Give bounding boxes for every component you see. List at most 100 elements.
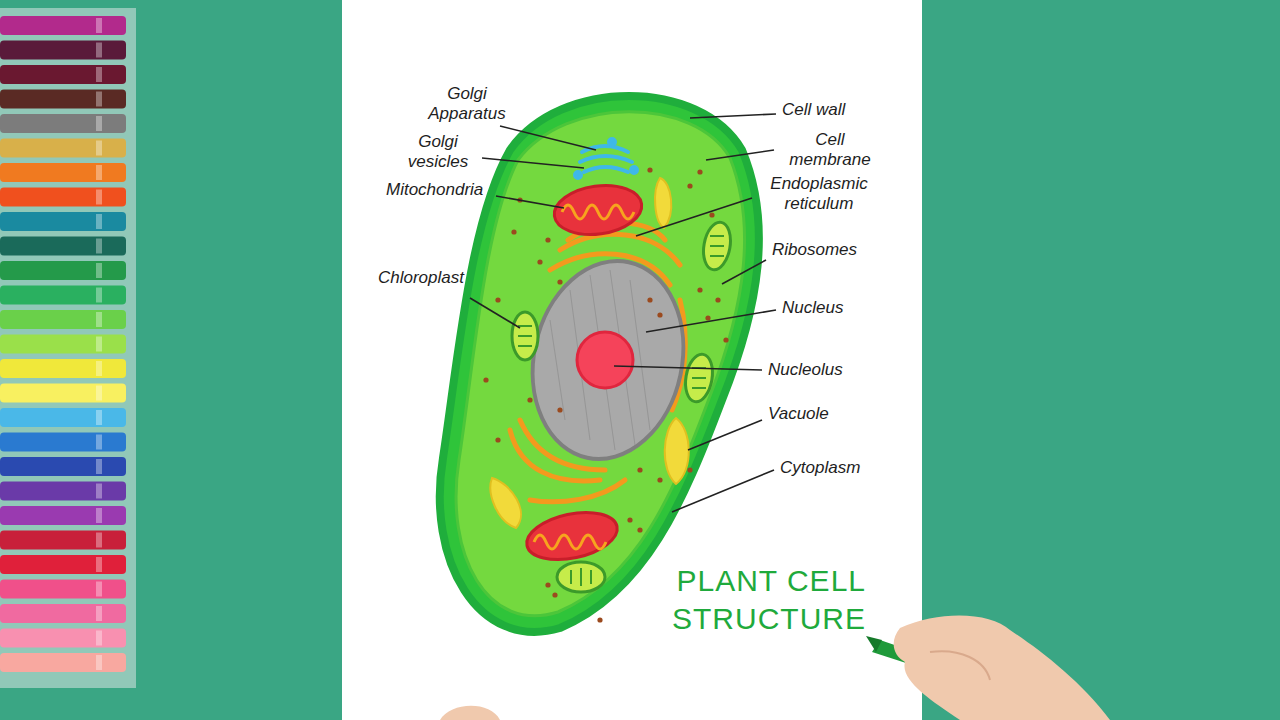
marker-pen xyxy=(0,604,126,623)
marker-pen xyxy=(0,261,126,280)
marker-pen xyxy=(0,506,126,525)
ribosome-dot xyxy=(715,297,720,302)
marker-pen xyxy=(0,16,126,35)
marker-pen xyxy=(0,629,126,648)
marker-band xyxy=(96,386,102,401)
ribosomes xyxy=(483,167,728,622)
marker-band xyxy=(96,484,102,499)
part-label: Mitochondria xyxy=(386,180,502,200)
ribosome-dot xyxy=(705,315,710,320)
ribosome-dot xyxy=(709,212,714,217)
marker-band xyxy=(96,459,102,474)
marker-band xyxy=(96,288,102,303)
part-label: Vacuole xyxy=(768,404,888,424)
marker-band xyxy=(96,43,102,58)
ribosome-dot xyxy=(597,617,602,622)
mitochondria xyxy=(522,180,644,567)
part-label: Nucleolus xyxy=(768,360,888,380)
ribosome-dot xyxy=(495,297,500,302)
marker-band xyxy=(96,239,102,254)
diagram-title: PLANT CELL STRUCTURE xyxy=(630,562,866,638)
part-label: Ribosomes xyxy=(772,240,892,260)
marker-pen xyxy=(0,188,126,207)
marker-band xyxy=(96,435,102,450)
ribosome-dot xyxy=(557,407,562,412)
marker-band xyxy=(96,116,102,131)
marker-band xyxy=(96,141,102,156)
marker-pen xyxy=(0,457,126,476)
marker-band xyxy=(96,361,102,376)
marker-pen xyxy=(0,163,126,182)
marker-band xyxy=(96,337,102,352)
ribosome-dot xyxy=(647,167,652,172)
marker-pen xyxy=(0,114,126,133)
marker-pen xyxy=(0,310,126,329)
ribosome-dot xyxy=(545,582,550,587)
part-label: Endoplasmic reticulum xyxy=(756,174,882,214)
marker-band xyxy=(96,410,102,425)
marker-band xyxy=(96,92,102,107)
marker-pen xyxy=(0,482,126,501)
marker-band xyxy=(96,582,102,597)
marker-pen xyxy=(0,555,126,574)
marker-band xyxy=(96,606,102,621)
part-label: Cell wall xyxy=(782,100,892,120)
marker-band xyxy=(96,312,102,327)
ribosome-dot xyxy=(637,467,642,472)
part-label: Cytoplasm xyxy=(780,458,900,478)
part-label: Chloroplast xyxy=(378,268,494,288)
marker-band xyxy=(96,655,102,670)
marker-pen xyxy=(0,286,126,305)
marker-band xyxy=(96,67,102,82)
ribosome-dot xyxy=(527,397,532,402)
marker-pen xyxy=(0,212,126,231)
cell-membrane xyxy=(456,112,745,616)
ribosome-dot xyxy=(697,287,702,292)
part-label: Golgi Apparatus xyxy=(412,84,522,124)
marker-band xyxy=(96,508,102,523)
marker-band xyxy=(96,631,102,646)
marker-band xyxy=(96,165,102,180)
ribosome-dot xyxy=(647,297,652,302)
nucleolus xyxy=(577,332,633,388)
ribosome-dot xyxy=(687,183,692,188)
ribosome-dot xyxy=(557,279,562,284)
cell-wall xyxy=(440,96,759,632)
chloroplasts xyxy=(512,220,734,592)
ribosome-dot xyxy=(657,312,662,317)
marker-pen xyxy=(0,384,126,403)
ribosome-dot xyxy=(537,259,542,264)
marker-pen xyxy=(0,41,126,60)
ribosome-dot xyxy=(495,437,500,442)
marker-band xyxy=(96,533,102,548)
marker-pen xyxy=(0,139,126,158)
ribosome-dot xyxy=(552,592,557,597)
ribosome-dot xyxy=(697,169,702,174)
ribosome-dot xyxy=(511,229,516,234)
ribosome-dot xyxy=(637,527,642,532)
marker-pen xyxy=(0,65,126,84)
marker-band xyxy=(96,214,102,229)
marker-set xyxy=(0,8,136,688)
ribosome-dot xyxy=(657,477,662,482)
part-label: Nucleus xyxy=(782,298,892,318)
marker-pen xyxy=(0,335,126,354)
part-label: Cell membrane xyxy=(780,130,880,170)
marker-pen xyxy=(0,359,126,378)
part-label: Golgi vesicles xyxy=(395,132,481,172)
marker-pen xyxy=(0,531,126,550)
ribosome-dot xyxy=(483,377,488,382)
marker-band xyxy=(96,263,102,278)
ribosome-dot xyxy=(545,237,550,242)
ribosome-dot xyxy=(723,337,728,342)
vacuoles xyxy=(490,178,688,528)
marker-pen xyxy=(0,408,126,427)
marker-pen xyxy=(0,90,126,109)
marker-pen xyxy=(0,237,126,256)
marker-pen xyxy=(0,580,126,599)
ribosome-dot xyxy=(687,467,692,472)
ribosome-dot xyxy=(627,517,632,522)
marker-band xyxy=(96,190,102,205)
marker-pen xyxy=(0,653,126,672)
